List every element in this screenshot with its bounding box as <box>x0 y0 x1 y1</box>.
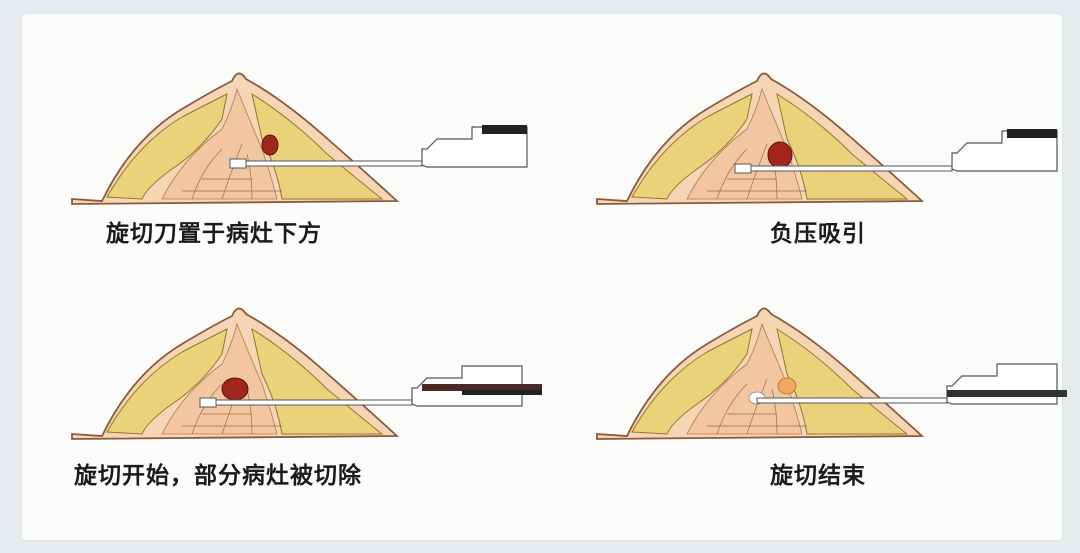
breast-cross-section-icon <box>596 72 1058 205</box>
lesion-icon <box>767 141 793 169</box>
breast-cross-section-icon <box>71 72 528 205</box>
biopsy-needle-icon <box>734 129 1058 174</box>
breast-cross-section-icon <box>596 307 1067 440</box>
biopsy-needle-icon <box>756 363 1067 405</box>
step-3-caption: 旋切开始，部分病灶被切除 <box>74 463 362 489</box>
breast-cross-section-icon <box>71 307 542 440</box>
step-4-caption: 旋切结束 <box>770 463 866 489</box>
lesion-icon <box>777 377 797 395</box>
biopsy-needle-icon <box>229 125 528 169</box>
lesion-icon <box>221 377 249 401</box>
step-2-caption: 负压吸引 <box>770 221 866 247</box>
step-1-caption: 旋切刀置于病灶下方 <box>106 221 322 247</box>
lesion-icon <box>261 134 279 156</box>
figure-card: 旋切刀置于病灶下方 负压吸引 旋切开始，部分病灶被切除 旋切结束 <box>22 14 1067 540</box>
biopsy-needle-icon <box>199 365 542 408</box>
